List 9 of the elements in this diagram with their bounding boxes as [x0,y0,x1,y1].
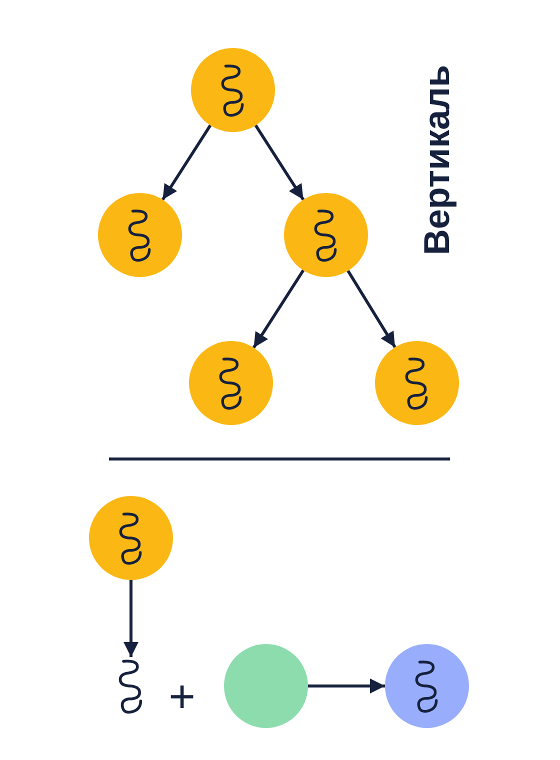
arrow [346,270,396,348]
arrow [254,124,305,200]
arrow [308,678,385,694]
arrow [124,580,138,657]
arrow [161,124,212,200]
dna-strand-icon [117,657,145,715]
plus-sign: + [168,673,196,719]
axis-title: Вертикаль [419,64,455,256]
arrow [252,270,305,348]
